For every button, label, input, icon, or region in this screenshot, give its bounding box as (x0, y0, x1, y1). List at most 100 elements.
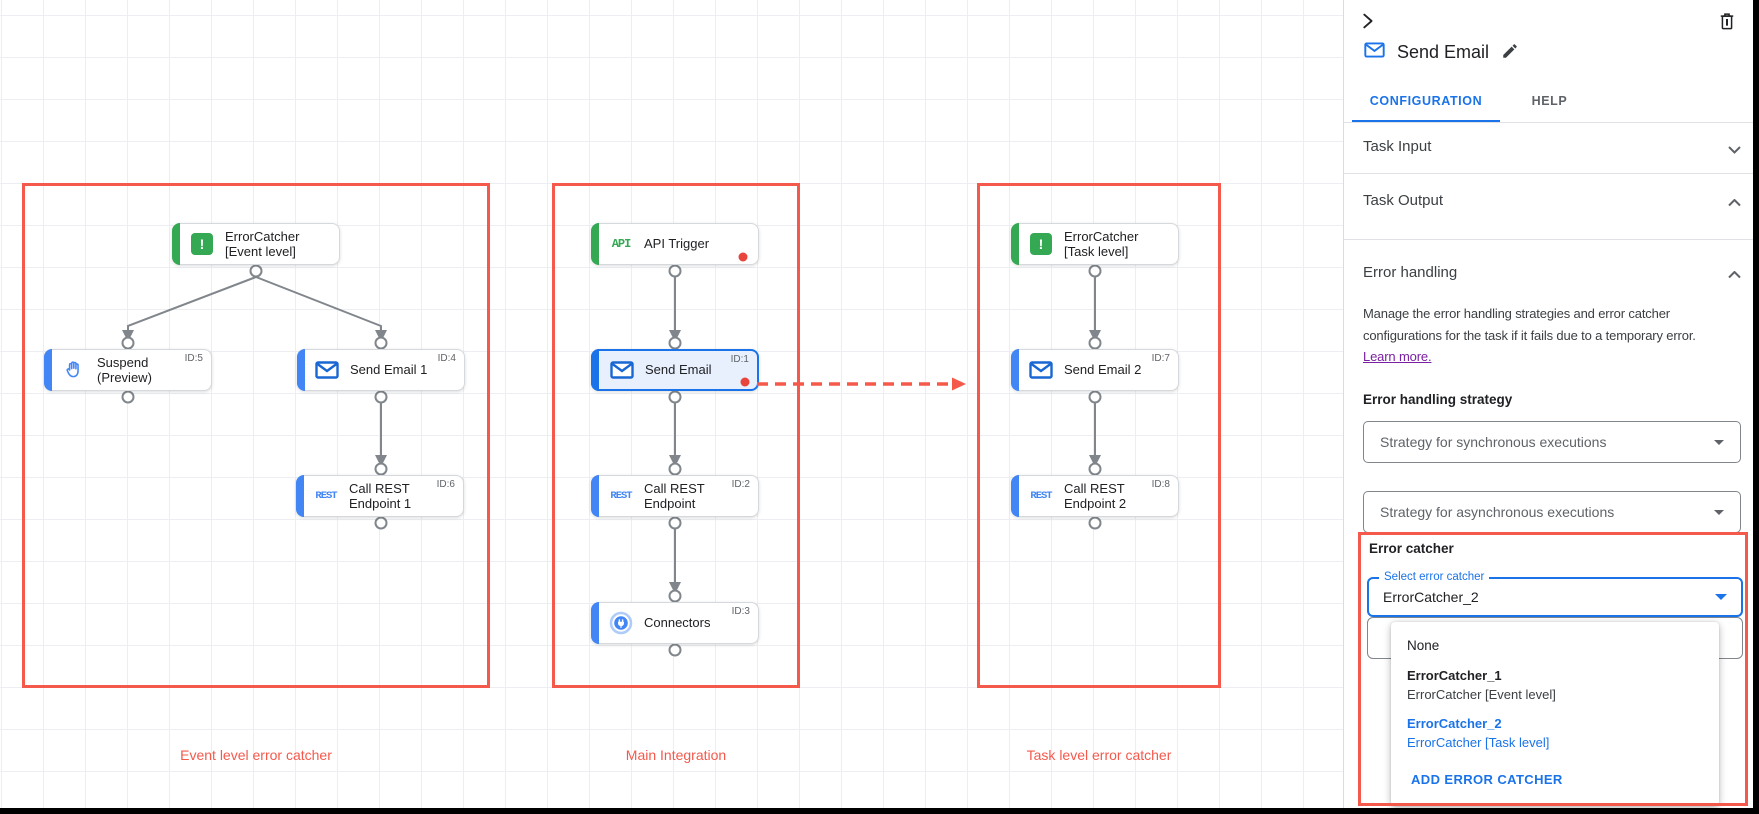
annotation-rect-event-level (22, 183, 490, 688)
node-suspend-preview[interactable]: Suspend (Preview) ID:5 (44, 349, 212, 391)
node-accent-bar (44, 349, 52, 391)
node-port[interactable] (668, 390, 682, 404)
menu-option-none[interactable]: None (1407, 638, 1440, 653)
add-error-catcher-button[interactable]: ADD ERROR CATCHER (1411, 772, 1563, 787)
node-accent-bar (591, 602, 599, 644)
node-port[interactable] (668, 643, 682, 657)
annotation-rect-task-level (977, 183, 1221, 688)
node-port[interactable] (374, 516, 388, 530)
node-errorcatcher-task-level[interactable]: ! ErrorCatcher [Task level] (1011, 223, 1179, 265)
node-port[interactable] (121, 336, 135, 350)
select-error-catcher-label: Select error catcher (1379, 571, 1490, 583)
node-title: Send Email (645, 362, 712, 378)
node-port[interactable] (668, 336, 682, 350)
node-title: Call REST Endpoint 1 (349, 480, 412, 511)
node-send-email-1[interactable]: Send Email 1 ID:4 (297, 349, 465, 391)
menu-option-errorcatcher-2-detail[interactable]: ErrorCatcher [Task level] (1407, 735, 1550, 750)
node-connectors[interactable]: Connectors ID:3 (591, 602, 759, 644)
node-id: ID:7 (1151, 353, 1170, 364)
node-call-rest-endpoint-2[interactable]: REST Call REST Endpoint 2 ID:8 (1011, 475, 1179, 517)
collapse-panel-button[interactable] (1356, 10, 1378, 35)
group-label-task-level: Task level error catcher (1026, 747, 1172, 763)
node-port[interactable] (668, 589, 682, 603)
node-send-email-2[interactable]: Send Email 2 ID:7 (1011, 349, 1179, 391)
dropdown-caret-icon (1714, 509, 1724, 515)
email-icon (1364, 42, 1385, 63)
group-label-event-level: Event level error catcher (180, 747, 332, 763)
node-port[interactable] (668, 462, 682, 476)
node-port[interactable] (668, 264, 682, 278)
node-ports[interactable] (121, 264, 1102, 657)
node-port[interactable] (1088, 516, 1102, 530)
rest-icon: REST (610, 490, 632, 502)
trash-icon (1720, 13, 1734, 30)
node-port[interactable] (1088, 336, 1102, 350)
email-icon (312, 361, 342, 379)
node-id: ID:6 (436, 479, 455, 490)
node-accent-bar (1011, 349, 1019, 391)
node-title: ErrorCatcher [Task level] (1064, 228, 1139, 259)
node-accent-bar (591, 475, 599, 517)
section-error-handling[interactable]: Error handling (1344, 254, 1754, 290)
menu-option-errorcatcher-1[interactable]: ErrorCatcher_1 (1407, 668, 1502, 683)
email-icon (1026, 361, 1056, 379)
email-icon (607, 361, 637, 379)
window-border-right (1753, 0, 1759, 814)
node-errorcatcher-event-level[interactable]: ! ErrorCatcher [Event level] (172, 223, 340, 265)
dropdown-caret-icon (1714, 439, 1724, 445)
node-title: API Trigger (644, 236, 710, 252)
hand-icon (59, 359, 89, 381)
section-title: Task Output (1363, 192, 1444, 209)
node-accent-bar (1011, 223, 1019, 265)
menu-option-errorcatcher-2[interactable]: ErrorCatcher_2 (1407, 716, 1502, 731)
node-accent-bar (591, 349, 599, 391)
node-call-rest-endpoint[interactable]: REST Call REST Endpoint ID:2 (591, 475, 759, 517)
node-port[interactable] (1088, 462, 1102, 476)
node-api-trigger[interactable]: API API Trigger (591, 223, 759, 265)
node-port[interactable] (1088, 390, 1102, 404)
error-catcher-icon: ! (1026, 233, 1056, 255)
chevron-down-icon (1728, 141, 1741, 159)
section-title: Error handling (1363, 264, 1458, 281)
node-port[interactable] (374, 462, 388, 476)
node-port[interactable] (1088, 264, 1102, 278)
node-port[interactable] (374, 336, 388, 350)
chevron-right-icon (1363, 13, 1373, 29)
menu-option-errorcatcher-1-detail[interactable]: ErrorCatcher [Event level] (1407, 687, 1556, 702)
chevron-up-icon (1728, 194, 1741, 212)
async-strategy-select[interactable]: Strategy for asynchronous executions (1363, 491, 1741, 533)
node-title: Send Email 2 (1064, 362, 1142, 378)
group-label-main-integration: Main Integration (625, 747, 727, 763)
rest-icon: REST (315, 490, 337, 502)
error-catcher-value: ErrorCatcher_2 (1383, 589, 1479, 605)
node-id: ID:5 (184, 353, 203, 364)
node-title: Call REST Endpoint 2 (1064, 480, 1127, 511)
section-task-input[interactable]: Task Input (1344, 123, 1754, 173)
node-id: ID:8 (1151, 479, 1170, 490)
tab-configuration[interactable]: CONFIGURATION (1352, 80, 1500, 123)
tab-help[interactable]: HELP (1531, 94, 1568, 108)
node-send-email-selected[interactable]: Send Email ID:1 (591, 349, 759, 391)
learn-more-link[interactable]: Learn more. (1363, 349, 1432, 364)
node-port[interactable] (374, 390, 388, 404)
node-port[interactable] (121, 390, 135, 404)
node-id: ID:3 (731, 606, 750, 617)
node-accent-bar (296, 475, 304, 517)
node-call-rest-endpoint-1[interactable]: REST Call REST Endpoint 1 ID:6 (296, 475, 464, 517)
node-port[interactable] (668, 516, 682, 530)
node-accent-bar (172, 223, 180, 265)
node-title: Call REST Endpoint (644, 480, 705, 511)
pencil-icon (1503, 44, 1517, 58)
section-task-output[interactable]: Task Output (1344, 173, 1754, 239)
edit-title-button[interactable] (1501, 42, 1519, 63)
error-catcher-dropdown-menu: None ErrorCatcher_1 ErrorCatcher [Event … (1391, 622, 1719, 806)
error-catcher-select[interactable]: Select error catcher ErrorCatcher_2 (1367, 571, 1743, 617)
integration-canvas[interactable]: Event level error catcher Main Integrati… (0, 0, 1343, 808)
delete-task-button[interactable] (1717, 11, 1737, 35)
flow-edges (122, 276, 1101, 594)
node-accent-bar (1011, 475, 1019, 517)
error-handling-description: Manage the error handling strategies and… (1363, 306, 1696, 364)
sync-strategy-select[interactable]: Strategy for synchronous executions (1363, 421, 1741, 463)
task-config-panel: Send Email CONFIGURATION HELP Task Input… (1343, 0, 1754, 808)
node-port[interactable] (249, 264, 263, 278)
